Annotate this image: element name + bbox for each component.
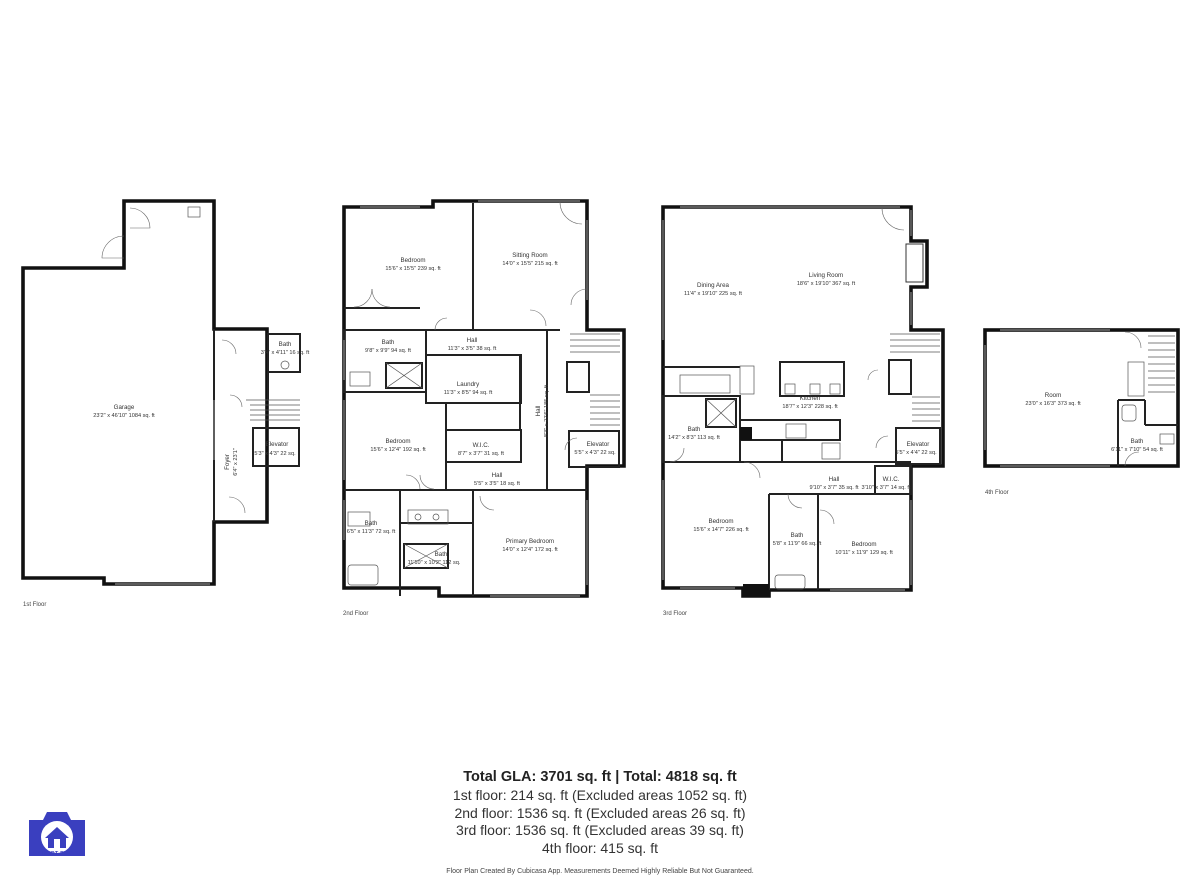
room-label: Hall — [829, 476, 840, 483]
room-dims: 15'6" x 14'7" 226 sq. ft — [693, 527, 749, 533]
room-dims: 8'7" x 3'7" 31 sq. ft — [458, 451, 504, 457]
room-label: Bath — [791, 532, 804, 539]
room-dims: 11'10" x 10'2" 112 sq. — [408, 560, 461, 566]
camera-house-icon — [29, 812, 85, 856]
area-summary: Total GLA: 3701 sq. ft | Total: 4818 sq.… — [0, 768, 1200, 857]
room-label: Bath — [279, 341, 292, 348]
room-label: Garage — [114, 404, 135, 411]
floor-3-plan: Dining Area 11'4" x 19'10" 225 sq. ft Li… — [661, 205, 945, 617]
room-label: Kitchen — [800, 395, 821, 402]
room-label: Elevator — [266, 441, 289, 448]
room-label: Bedroom — [385, 438, 410, 445]
room-label: Bedroom — [708, 518, 733, 525]
room-label: Elevator — [587, 441, 610, 448]
floor-label: 4th Floor — [985, 490, 1009, 496]
floor-1-plan: Garage 23'2" x 46'10" 1084 sq. ft Bath 3… — [21, 199, 310, 608]
room-dims: 3'4" x 4'11" 16 sq. ft — [261, 350, 310, 356]
disclaimer: Floor Plan Created By Cubicasa App. Meas… — [446, 868, 754, 875]
room-label: Bath — [365, 520, 378, 527]
room-dims: 14'2" x 8'3" 113 sq. ft — [668, 435, 720, 441]
room-dims: 5'5" x 4'4" 22 sq. — [895, 450, 937, 456]
room-dims: 18'7" x 12'3" 228 sq. ft — [782, 404, 838, 410]
floor-area-line: 3rd floor: 1536 sq. ft (Excluded areas 3… — [456, 822, 744, 839]
room-label: Laundry — [457, 381, 480, 388]
room-label: Bedroom — [400, 257, 425, 264]
room-label: Elevator — [907, 441, 930, 448]
room-label: Sitting Room — [512, 252, 547, 259]
room-dims: 8'3" x 22'6" 185 sq. ft — [544, 384, 550, 437]
room-dims: 5'5" x 3'5" 18 sq. ft — [474, 481, 520, 487]
room-dims: 18'6" x 19'10" 367 sq. ft — [797, 281, 856, 287]
room-dims: 11'4" x 19'10" 225 sq. ft — [684, 291, 742, 297]
room-dims: 15'6" x 15'5" 239 sq. ft — [385, 266, 441, 272]
floor-label: 1st Floor — [23, 602, 46, 608]
total-area: Total GLA: 3701 sq. ft | Total: 4818 sq.… — [463, 769, 737, 785]
floor-area-line: 1st floor: 214 sq. ft (Excluded areas 10… — [452, 787, 748, 803]
room-label: Bedroom — [851, 541, 876, 548]
room-dims: 9'10" x 3'7" 35 sq. ft — [809, 485, 858, 491]
room-dims: 6'4" x 23'1" — [233, 448, 239, 476]
room-dims: 6'11" x 7'10" 54 sq. ft — [1111, 447, 1163, 453]
floor-plan: Garage 23'2" x 46'10" 1084 sq. ft Bath 3… — [21, 199, 1180, 617]
floor-4-plan: Room 23'0" x 16'3" 373 sq. ft Bath 6'11"… — [983, 328, 1180, 496]
room-dims: 23'0" x 16'3" 373 sq. ft — [1025, 401, 1081, 407]
room-dims: 5'3" x 4'3" 22 sq. — [254, 451, 296, 457]
room-label: Bath — [1131, 438, 1144, 445]
room-dims: 11'3" x 8'5" 94 sq. ft — [444, 390, 493, 396]
room-label: Bath — [688, 426, 701, 433]
room-label: Hall — [492, 472, 503, 479]
room-dims: 6'5" x 11'3" 72 sq. ft — [347, 529, 396, 535]
room-label: Hall — [535, 406, 542, 417]
room-dims: 14'0" x 15'5" 215 sq. ft — [502, 261, 558, 267]
floor-label: 2nd Floor — [343, 611, 368, 617]
room-dims: 14'0" x 12'4" 172 sq. ft — [502, 547, 558, 553]
room-label: Foyer — [224, 454, 231, 470]
room-label: Living Room — [809, 272, 843, 279]
room-dims: 23'2" x 46'10" 1084 sq. ft — [93, 413, 155, 419]
room-label: Bath — [435, 551, 448, 558]
room-label: W.I.C. — [883, 476, 900, 483]
room-label: Room — [1045, 392, 1062, 399]
room-dims: 10'11" x 11'9" 129 sq. ft — [835, 550, 893, 556]
room-dims: 5'5" x 4'3" 22 sq. — [574, 450, 616, 456]
room-dims: 9'8" x 9'9" 94 sq. ft — [365, 348, 411, 354]
room-dims: 3'10" x 3'7" 14 sq. ft — [861, 485, 910, 491]
room-label: Hall — [467, 337, 478, 344]
floor-area-line: 4th floor: 415 sq. ft — [542, 839, 658, 856]
floor-label: 3rd Floor — [663, 611, 687, 617]
room-label: Dining Area — [697, 282, 730, 289]
room-label: Bath — [382, 339, 395, 346]
room-dims: 5'8" x 11'9" 66 sq. ft — [773, 541, 822, 547]
room-label: Primary Bedroom — [506, 538, 554, 545]
room-label: W.I.C. — [473, 442, 490, 449]
logo-text: KAHOOT PHOTO — [33, 851, 81, 857]
room-dims: 15'6" x 12'4" 192 sq. ft — [370, 447, 426, 453]
floor-2-plan: Bedroom 15'6" x 15'5" 239 sq. ft Sitting… — [342, 199, 626, 617]
room-dims: 11'3" x 3'5" 38 sq. ft — [448, 346, 497, 352]
floor-area-line: 2nd floor: 1536 sq. ft (Excluded areas 2… — [454, 804, 746, 821]
